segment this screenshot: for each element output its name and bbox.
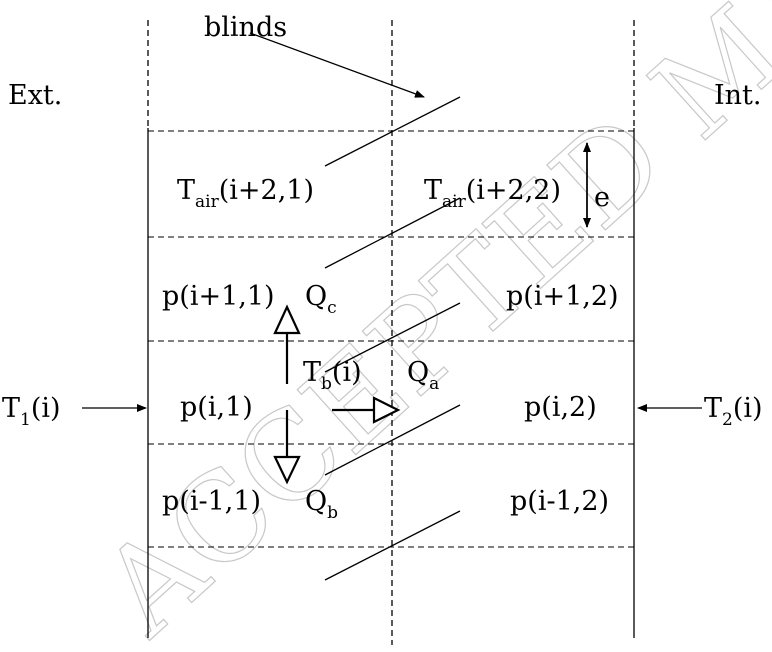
blind-slats [324,96,461,581]
qa-label: Qa [407,357,439,394]
blind-slat [324,197,461,269]
qa-flow-arrow [332,396,401,424]
t1-label: T1(i) [2,393,61,430]
blind-slat [324,404,461,476]
p-i-1-label: p(i,1) [180,392,253,423]
blind-slat [324,302,461,373]
p-im1-1-label: p(i-1,1) [162,486,261,517]
t2-label: T2(i) [704,393,763,430]
p-i-2-label: p(i,2) [524,392,597,423]
layer-lines [148,130,634,548]
watermark: ACCEPTED MANUSCRIPT [76,0,772,652]
qb-label: Qb [305,486,338,523]
p-im1-2-label: p(i-1,2) [510,486,609,517]
p-i1-2-label: p(i+1,2) [506,281,619,312]
t-air-i2-2-label: Tair(i+2,2) [424,175,561,212]
blinds-pointer-arrow [249,32,425,98]
p-i1-1-label: p(i+1,1) [162,281,275,312]
blind-slat [324,510,461,581]
blinds-label: blinds [204,12,287,43]
vertical-boundaries [147,20,635,645]
qc-flow-arrow [273,304,301,384]
tb-label: Tb(i) [303,357,362,394]
t-air-i2-1-label: Tair(i+2,1) [177,175,314,212]
blind-slat [324,96,461,167]
qb-flow-arrow [273,410,301,485]
interior-label: Int. [714,80,762,111]
qc-label: Qc [305,281,337,318]
exterior-label: Ext. [8,80,62,111]
thickness-label: e [594,182,610,213]
